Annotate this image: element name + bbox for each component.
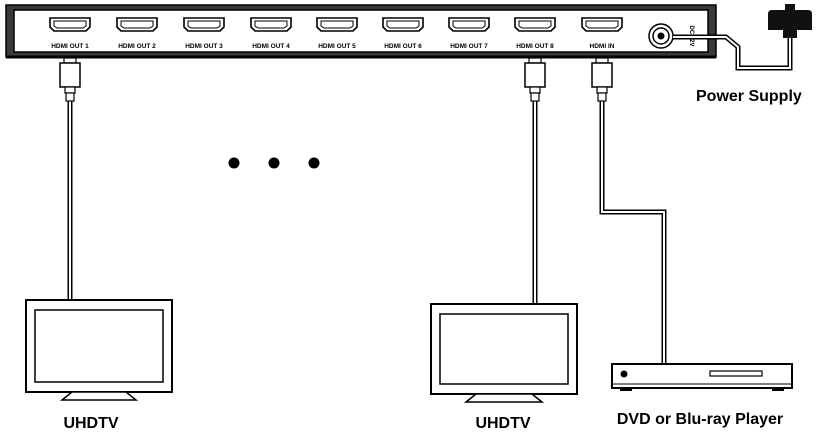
power-adapter-icon [768, 10, 812, 30]
ellipsis-dot [308, 157, 320, 169]
ellipsis-dots [228, 157, 320, 169]
cable-in [591, 57, 667, 364]
dvd-player: DVD or Blu-ray Player [611, 363, 793, 428]
cable-out-1 [59, 57, 81, 300]
hdmi-port-4: HDMI OUT 4 [250, 17, 292, 50]
cable-out-8 [524, 57, 546, 304]
port-label: HDMI OUT 7 [450, 43, 488, 50]
power-supply-label: Power Supply [696, 88, 802, 105]
tv-right-label: UHDTV [475, 415, 530, 432]
ellipsis-dot [268, 157, 280, 169]
port-label: HDMI OUT 1 [51, 43, 89, 50]
hdmi-plug-icon [524, 57, 546, 102]
power-led-icon [620, 370, 628, 378]
player-label: DVD or Blu-ray Player [617, 411, 783, 428]
hdmi-port-8: HDMI OUT 8 [514, 17, 556, 50]
hdmi-port-1: HDMI OUT 1 [49, 17, 91, 50]
ellipsis-dot [228, 157, 240, 169]
port-label: HDMI OUT 2 [118, 43, 156, 50]
hdmi-plug-icon [591, 57, 613, 102]
port-label: HDMI OUT 8 [516, 43, 554, 50]
hdmi-port-6: HDMI OUT 6 [382, 17, 424, 50]
adapter-plug [783, 28, 797, 38]
tv-left-label: UHDTV [63, 415, 118, 432]
port-label: HDMI OUT 5 [318, 43, 356, 50]
hdmi-port-5: HDMI OUT 5 [316, 17, 358, 50]
uhdtv-right: UHDTV [430, 303, 578, 432]
port-label: HDMI IN [590, 43, 615, 50]
uhdtv-left: UHDTV [25, 299, 173, 432]
port-row: HDMI OUT 1 HDMI OUT 2 HDMI OUT 3 HDMI OUT 4… [49, 17, 623, 50]
hdmi-port-7: HDMI OUT 7 [448, 17, 490, 50]
hdmi-cables [59, 57, 667, 364]
hdmi-port-3: HDMI OUT 3 [183, 17, 225, 50]
port-label: HDMI OUT 4 [252, 43, 290, 50]
hdmi-port-9: HDMI IN [581, 17, 623, 50]
power-supply: Power Supply [673, 4, 812, 105]
hdmi-plug-icon [59, 57, 81, 102]
disc-tray-icon [709, 370, 763, 377]
port-label: HDMI OUT 3 [185, 43, 223, 50]
hdmi-port-2: HDMI OUT 2 [116, 17, 158, 50]
port-label: HDMI OUT 6 [384, 43, 422, 50]
